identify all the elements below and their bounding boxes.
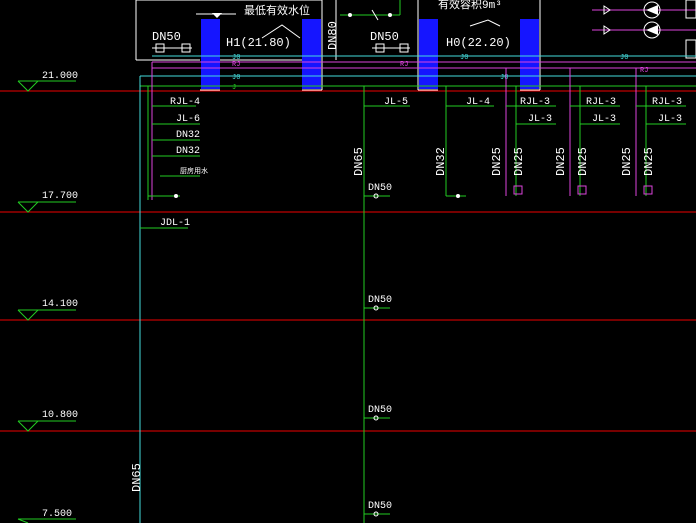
left-tank-elevation: H1(21.80) — [226, 36, 291, 50]
riser-label: JL-3 — [658, 114, 682, 125]
valve-icon — [388, 13, 392, 17]
kitchen-label: 厨房用水 — [180, 166, 208, 176]
pipe-tag: J — [232, 84, 236, 92]
floor-branch-10800: DN50 — [364, 405, 392, 421]
tank-outlet-size: DN50 — [370, 30, 399, 44]
floor-branch-size: DN50 — [368, 295, 392, 306]
right-tank-volume-label: 有效容积9m³ — [438, 0, 502, 12]
horizontal-mains: J0 RJ J0 J J0 RJ RJ J0 J0 DN50 DN50 — [140, 30, 696, 92]
pipe-tag: J0 — [232, 74, 240, 82]
inlet-size-label: DN80 — [326, 21, 340, 50]
pump-icon — [643, 1, 661, 19]
elevation-markers: 21.000 17.700 14.100 10.800 7.500 — [17, 71, 78, 523]
left-tank-level-label: 最低有效水位 — [244, 3, 310, 18]
elevation-7500: 7.500 — [17, 509, 76, 523]
tap-icon — [174, 194, 178, 198]
riser-label: RJL-4 — [170, 97, 200, 108]
floor-branch-size: DN50 — [368, 501, 392, 512]
riser-size-label: DN65 — [130, 463, 144, 492]
riser-size-label: DN25 — [620, 147, 634, 176]
right-tank-inlet-block — [419, 19, 438, 89]
riser-size-label: DN25 — [554, 147, 568, 176]
elevation-17700: 17.700 — [17, 191, 78, 213]
elevation-label: 10.800 — [42, 410, 78, 421]
pump-icon — [643, 21, 661, 39]
branch-size: DN32 — [176, 146, 200, 157]
elevation-21000: 21.000 — [17, 71, 78, 92]
floor-lines — [0, 90, 696, 432]
riser-jl-4: JL-4 DN32 — [434, 86, 494, 198]
riser-label: JL-4 — [466, 97, 490, 108]
pipe-tag: RJ — [400, 61, 408, 69]
right-tank-outlet-block — [520, 19, 539, 89]
riser-size-label: DN25 — [512, 147, 526, 176]
check-valve-icon — [603, 25, 611, 35]
pipe-tag: J0 — [460, 54, 468, 62]
elevation-label: 21.000 — [42, 71, 78, 82]
riser-size-label: DN65 — [352, 147, 366, 176]
riser-size-label: DN32 — [434, 147, 448, 176]
floor-branch-14100: DN50 — [364, 295, 392, 311]
tank-outlet-size: DN50 — [152, 30, 181, 44]
riser-size-label: DN25 — [576, 147, 590, 176]
left-tank-outlet-block — [302, 19, 321, 89]
floor-branch-7500: DN50 — [364, 501, 392, 517]
tap-icon — [456, 194, 460, 198]
floor-branch-17700: DN50 — [364, 183, 392, 199]
riser-label: JL-3 — [592, 114, 616, 125]
elevation-label: 17.700 — [42, 191, 78, 202]
riser-rjl-3-a: RJL-3 JL-3 DN25 DN25 — [490, 68, 556, 196]
valve-icon — [348, 13, 352, 17]
riser-size-label: DN25 — [490, 147, 504, 176]
elevation-14100: 14.100 — [17, 299, 78, 321]
pipe-tag: RJ — [640, 67, 648, 75]
elevation-label: 14.100 — [42, 299, 78, 310]
pump-valve-group — [592, 0, 696, 59]
elevation-label: 7.500 — [42, 509, 72, 520]
floor-branch-size: DN50 — [368, 405, 392, 416]
inlet-pipe: DN80 — [326, 0, 401, 60]
check-valve-icon — [603, 5, 611, 15]
pipe-tag: J0 — [620, 54, 628, 62]
riser-label: RJL-3 — [586, 97, 616, 108]
pipe-tag: J0 — [232, 54, 240, 62]
pipe-tag: RJ — [232, 61, 240, 69]
riser-jdl-1: RJL-4 JL-6 DN32 DN32 厨房用水 JDL-1 DN65 — [130, 62, 208, 523]
riser-label: RJL-3 — [652, 97, 682, 108]
riser-size-label: DN25 — [642, 147, 656, 176]
riser-label: JL-5 — [384, 97, 408, 108]
floor-branch-size: DN50 — [368, 183, 392, 194]
riser-label: RJL-3 — [520, 97, 550, 108]
jdl-label: JDL-1 — [160, 218, 190, 229]
riser-jl-5: JL-5 DN65 DN50 DN50 DN50 DN50 — [352, 86, 410, 523]
riser-rjl-3-c: RJL-3 JL-3 DN25 DN25 — [620, 68, 686, 196]
elevation-10800: 10.800 — [17, 410, 78, 432]
right-tank-elevation: H0(22.20) — [446, 36, 511, 50]
riser-label: JL-6 — [176, 114, 200, 125]
riser-label: JL-3 — [528, 114, 552, 125]
branch-size: DN32 — [176, 130, 200, 141]
riser-rjl-3-b: RJL-3 JL-3 DN25 DN25 — [554, 68, 620, 196]
left-tank-inlet-block — [201, 19, 220, 89]
water-tanks: 最低有效水位 H1(21.80) 有效容积9m³ H0(22.20) — [135, 0, 541, 91]
pipe-tag: J0 — [500, 74, 508, 82]
